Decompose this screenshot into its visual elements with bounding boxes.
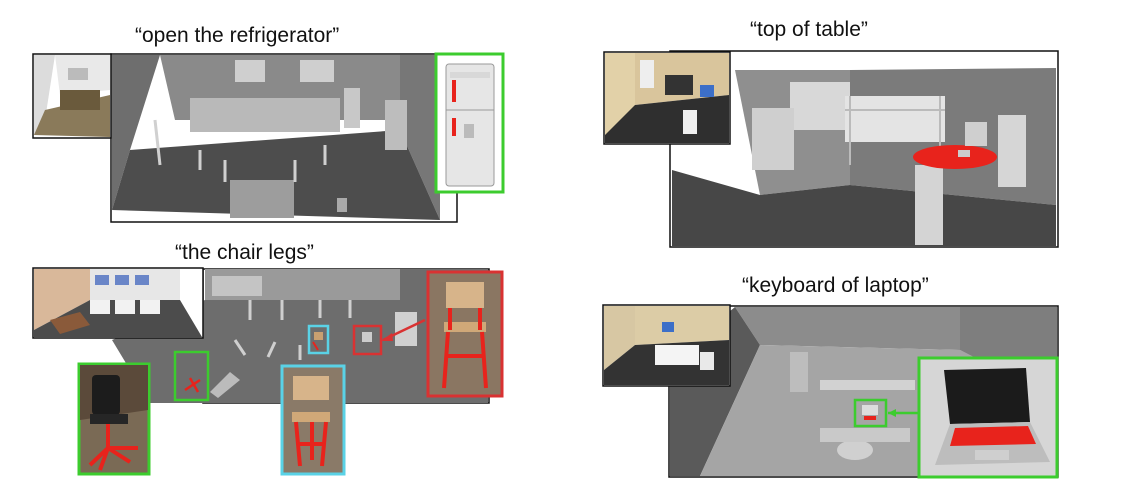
chair-zoom-green [77,362,151,476]
table-main-render [669,50,1059,248]
chair-main-render [112,268,490,404]
fridge-handle-bottom-highlight [452,118,456,136]
laptop-keyboard-highlight [950,426,1036,446]
fridge-inset-render [32,53,112,139]
caption-open-refrigerator: “open the refrigerator” [135,24,340,47]
chair-small-green-box [173,350,210,402]
chair-arrow-line [382,318,426,342]
caption-top-of-table: “top of table” [750,18,868,41]
chair-small-cyan-box [307,324,330,355]
chair-zoom-red [426,270,504,398]
caption-keyboard-of-laptop: “keyboard of laptop” [742,274,929,297]
caption-chair-legs: “the chair legs” [175,241,314,264]
fridge-main-render [110,53,458,223]
table-top-highlight [913,145,997,169]
laptop-inset-render [602,304,731,387]
table-inset-render [603,51,731,145]
laptop-main-render [668,305,1059,478]
chair-zoom-cyan [280,364,346,476]
fridge-handle-top-highlight [452,80,456,102]
chair-inset-render [32,267,204,339]
laptop-zoom-box [917,356,1059,479]
fridge-zoom-box [434,52,505,194]
chair-small-red-box [352,324,383,356]
laptop-small-green-box [853,398,888,428]
